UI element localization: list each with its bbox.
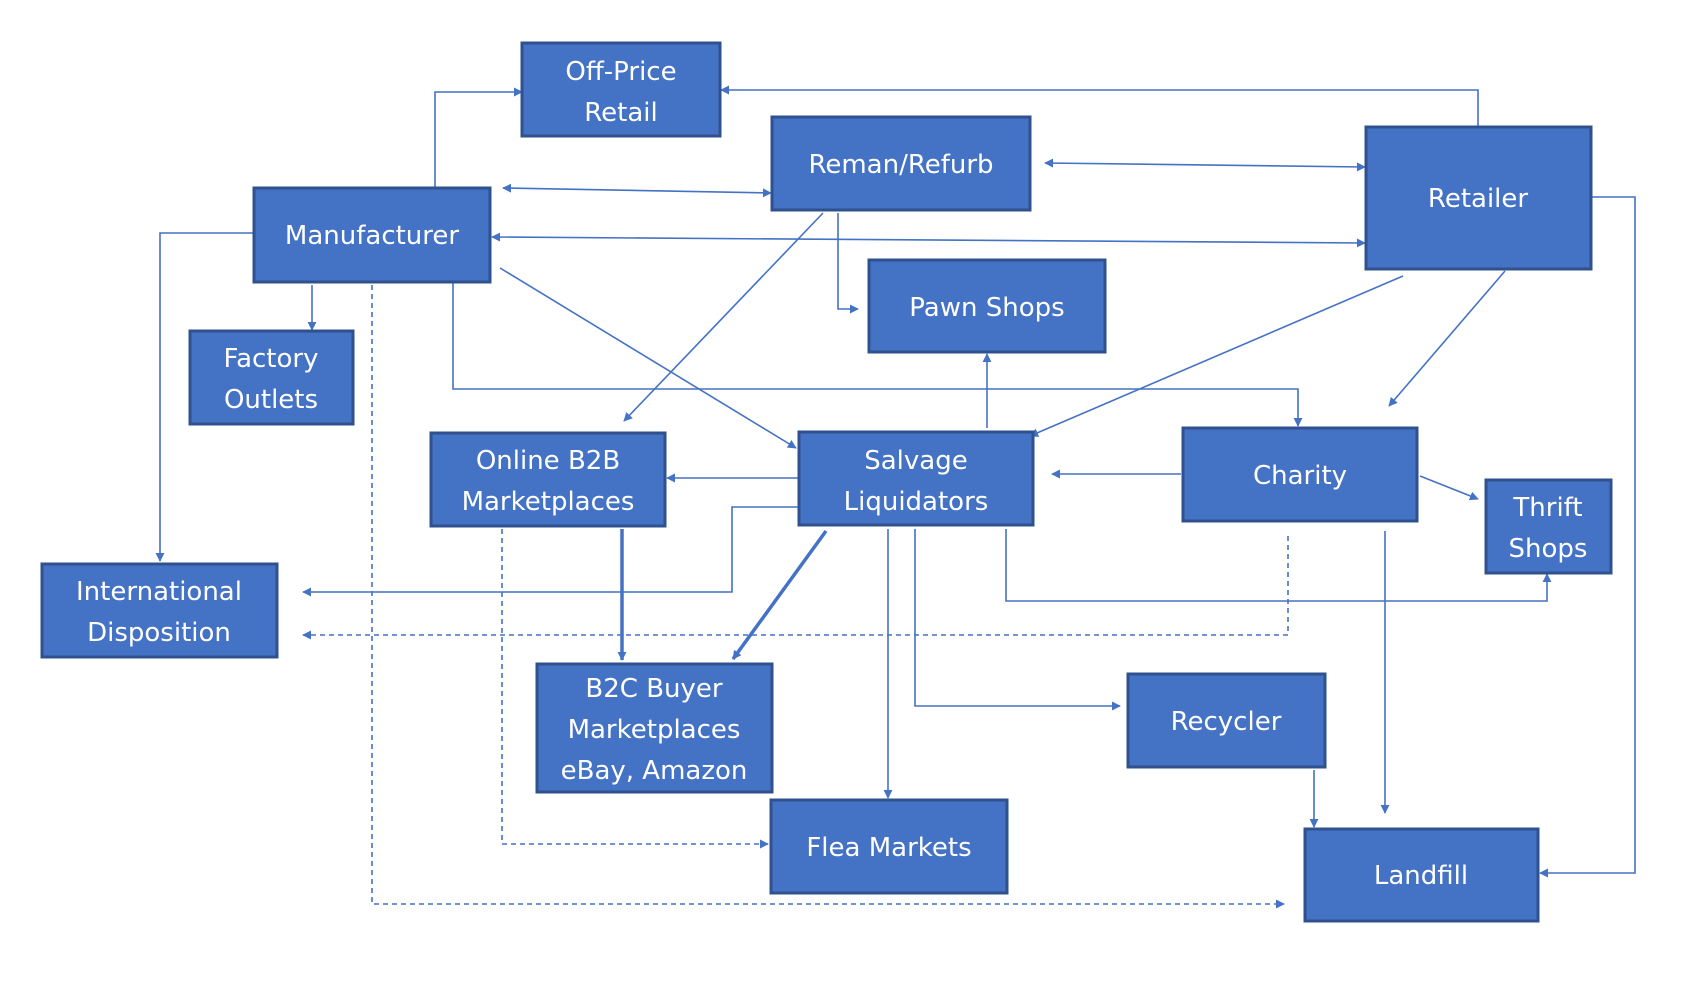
node-retailer: Retailer [1364, 125, 1593, 271]
edge-reman-to-online-b2b [623, 212, 824, 422]
node-off-price-retail: Off-Price Retail [520, 41, 722, 138]
node-manufacturer-label: Manufacturer [285, 221, 459, 251]
node-thrift-shops-line-1: Thrift [1512, 493, 1582, 523]
node-b2c-line-1: B2C Buyer [585, 674, 722, 704]
edge-salvage-to-recycler [914, 529, 1121, 711]
edge-retailer-to-landfill [1539, 196, 1636, 878]
connector-layer [155, 85, 1636, 909]
node-international-disposition: International Disposition [40, 562, 279, 659]
node-factory-outlets-line-1: Factory [224, 344, 319, 374]
node-recycler-label: Recycler [1171, 707, 1282, 737]
node-factory-outlets: Factory Outlets [188, 329, 355, 426]
node-thrift-shops: Thrift Shops [1484, 478, 1613, 575]
node-flea-markets: Flea Markets [769, 798, 1009, 895]
node-off-price-retail-line-2: Retail [584, 98, 657, 128]
node-online-b2b-line-2: Marketplaces [462, 487, 635, 517]
node-layer: Off-Price Retail Reman/Refurb Retailer M… [40, 41, 1613, 923]
node-salvage-line-1: Salvage [864, 446, 967, 476]
node-manufacturer: Manufacturer [252, 186, 492, 284]
node-reman-refurb: Reman/Refurb [770, 115, 1032, 212]
edge-online-b2b-to-flea-markets [501, 529, 769, 849]
node-b2c-line-3: eBay, Amazon [561, 756, 748, 786]
node-thrift-shops-line-2: Shops [1509, 534, 1588, 564]
edge-retailer-to-charity [1388, 270, 1506, 407]
edge-salvage-to-international [302, 506, 798, 597]
edge-manufacturer-to-charity [452, 283, 1303, 427]
node-salvage-liquidators: Salvage Liquidators [797, 430, 1035, 527]
node-reman-refurb-label: Reman/Refurb [808, 150, 993, 180]
node-retailer-label: Retailer [1428, 184, 1528, 214]
node-b2c-buyer-marketplaces: B2C Buyer Marketplaces eBay, Amazon [535, 662, 774, 794]
node-international-line-2: Disposition [87, 618, 231, 648]
node-landfill: Landfill [1303, 827, 1540, 923]
edge-manufacturer-reman-bidirectional [502, 183, 772, 198]
edge-retailer-to-off-price-retail [720, 85, 1479, 128]
node-b2c-line-2: Marketplaces [568, 715, 741, 745]
node-factory-outlets-line-2: Outlets [224, 385, 318, 415]
edge-manufacturer-to-off-price-retail [434, 87, 523, 187]
node-landfill-label: Landfill [1374, 861, 1468, 891]
edge-salvage-to-thrift-shops [1005, 529, 1552, 602]
node-pawn-shops-label: Pawn Shops [909, 293, 1064, 323]
node-pawn-shops: Pawn Shops [867, 258, 1107, 354]
edge-salvage-to-b2c [731, 529, 828, 661]
edge-manufacturer-to-international [155, 232, 253, 562]
edge-manufacturer-to-landfill [371, 285, 1285, 909]
edge-manufacturer-to-salvage [499, 267, 797, 449]
node-off-price-retail-line-1: Off-Price [565, 57, 676, 87]
edge-charity-to-thrift-shops [1419, 475, 1479, 501]
node-online-b2b-line-1: Online B2B [476, 446, 620, 476]
edge-reman-retailer-bidirectional [1044, 158, 1366, 172]
node-international-line-1: International [76, 577, 242, 607]
edge-manufacturer-retailer-bidirectional [491, 232, 1366, 248]
edge-charity-to-international [302, 536, 1289, 640]
edge-reman-to-pawn-shops [837, 213, 859, 314]
node-flea-markets-label: Flea Markets [806, 833, 971, 863]
node-charity: Charity [1181, 426, 1419, 523]
node-charity-label: Charity [1253, 461, 1347, 491]
node-online-b2b-marketplaces: Online B2B Marketplaces [429, 431, 667, 528]
node-recycler: Recycler [1126, 672, 1327, 769]
edge-retailer-to-salvage [1029, 275, 1404, 437]
node-salvage-line-2: Liquidators [844, 487, 989, 517]
